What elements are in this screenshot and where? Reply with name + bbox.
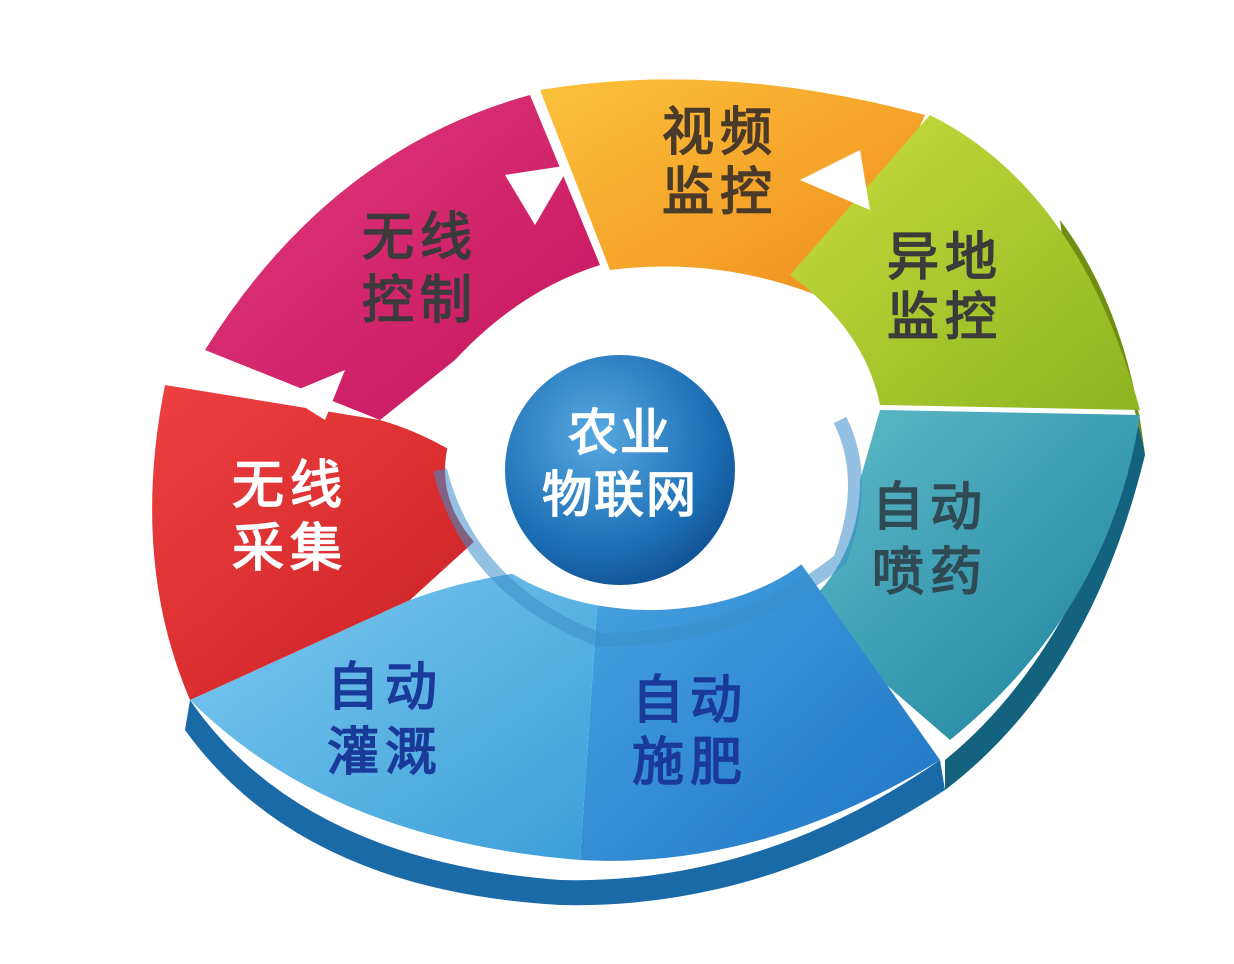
- segment-label: 视频: [662, 103, 778, 163]
- segment-label: 自动: [327, 658, 443, 718]
- segment-label: 监控: [662, 163, 778, 223]
- segment-label: 无线: [232, 456, 348, 516]
- segment-wireless-collection: 无线 采集: [152, 385, 520, 700]
- segment-auto-irrigation: 自动 灌溉: [190, 565, 600, 860]
- segment-label: 灌溉: [327, 723, 443, 783]
- hub-label: 物联网: [542, 466, 698, 524]
- hub-label: 农业: [568, 404, 672, 462]
- arrow-icon: [800, 150, 870, 210]
- segment-wireless-control: 无线 控制: [205, 95, 600, 420]
- segment-label: 无线: [362, 208, 478, 268]
- arrow-icon: [505, 165, 570, 225]
- hub: 农业 物联网: [499, 349, 741, 591]
- inner-arc: [433, 416, 862, 648]
- flow-arrows: [285, 150, 870, 420]
- segment-remote-monitoring: 异地 监控: [790, 115, 1140, 410]
- segment-label: 监控: [887, 288, 1003, 348]
- segment-auto-spraying: 自动 喷药: [800, 410, 1140, 740]
- segment-label: 自动: [632, 671, 748, 731]
- segment-label: 控制: [362, 271, 478, 331]
- segment-label: 异地: [887, 228, 1003, 288]
- segment-label: 喷药: [872, 543, 988, 603]
- arrow-icon: [285, 370, 345, 420]
- segment-label: 采集: [232, 519, 348, 579]
- segment-label: 自动: [872, 478, 988, 538]
- segment-label: 施肥: [632, 733, 748, 793]
